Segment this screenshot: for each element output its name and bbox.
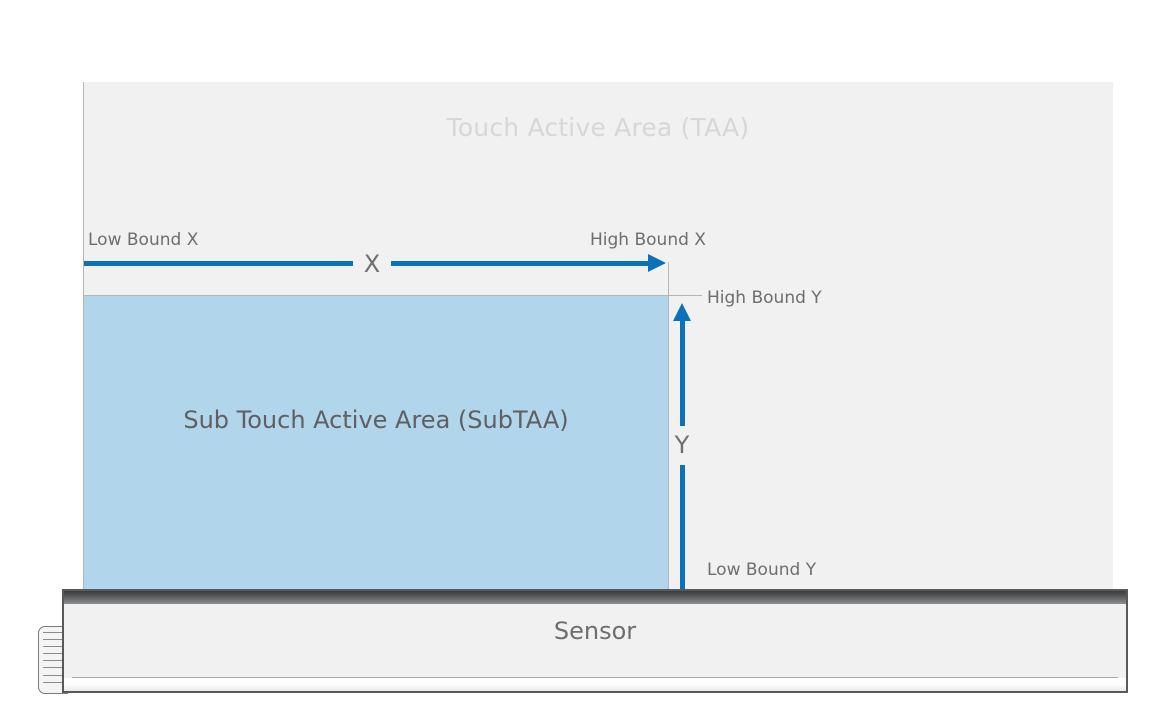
sensor-body [64,604,1126,677]
sensor-bar: Sensor [62,589,1128,693]
x-axis-letter: X [363,250,381,278]
guide-line-high-bound-y-tick [668,295,702,296]
high-bound-x-label: High Bound X [590,230,706,250]
y-axis-bar-top [680,320,685,426]
flex-connector-pins [43,632,67,690]
sensor-top-band [64,591,1126,604]
y-axis-arrowhead-icon [673,303,691,321]
sub-touch-active-area-rect [84,296,668,592]
guide-line-high-bound-y-horizontal [83,295,669,296]
y-axis-bar-bottom [680,465,685,592]
high-bound-y-label: High Bound Y [707,288,822,308]
sensor-hairline [72,677,1118,678]
touch-active-area-label: Touch Active Area (TAA) [446,113,750,142]
low-bound-x-label: Low Bound X [88,230,199,250]
sensor-bottom-strip [64,678,1126,691]
sensor-label: Sensor [553,617,637,645]
guide-line-high-bound-x-vertical [668,262,669,592]
y-axis-letter: Y [674,431,690,459]
sub-touch-active-area-label: Sub Touch Active Area (SubTAA) [183,406,569,434]
low-bound-y-label: Low Bound Y [707,560,817,580]
x-axis-bar-right [391,261,650,266]
x-axis-arrowhead-icon [648,254,666,272]
guide-line-left-vertical [83,82,84,592]
x-axis-bar-left [84,261,353,266]
